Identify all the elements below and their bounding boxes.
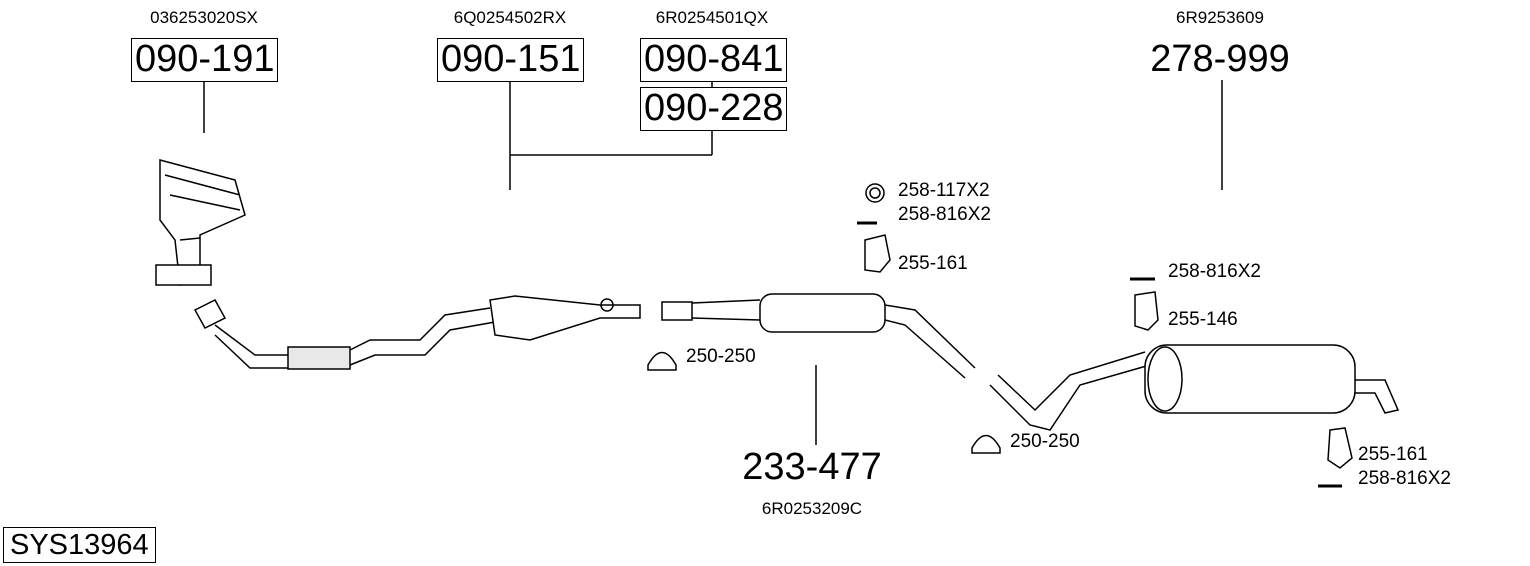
catalyst-part-number[interactable]: 090-841 bbox=[640, 38, 788, 82]
ring-icon bbox=[865, 183, 885, 203]
front-pipe-oe-number: 6Q0254502RX bbox=[453, 8, 567, 27]
rear-silencer-drawing bbox=[989, 344, 1400, 431]
bolt-label-2[interactable]: 258-816X2 bbox=[1168, 261, 1261, 282]
middle-silencer-oe-number: 6R0253209C bbox=[761, 499, 863, 518]
fittings-drawings bbox=[647, 183, 1353, 488]
rear-silencer-part-number[interactable]: 278-999 bbox=[1150, 38, 1290, 80]
bolt-label-3[interactable]: 258-816X2 bbox=[1358, 468, 1451, 489]
manifold-drawing bbox=[155, 159, 246, 286]
middle-silencer-drawing bbox=[661, 293, 976, 379]
manifold-oe-number: 036253020SX bbox=[150, 8, 258, 27]
hanger-label-2[interactable]: 255-146 bbox=[1168, 309, 1238, 330]
leader-lines bbox=[203, 80, 1223, 445]
middle-silencer-part-number[interactable]: 233-477 bbox=[742, 446, 882, 488]
hanger-label-1[interactable]: 255-161 bbox=[898, 253, 968, 274]
rear-silencer-oe-number: 6R9253609 bbox=[1176, 8, 1264, 27]
clamp-label-1[interactable]: 250-250 bbox=[686, 346, 756, 367]
front-pipe-drawing bbox=[193, 295, 641, 370]
hanger-label-3[interactable]: 255-161 bbox=[1358, 444, 1428, 465]
manifold-part-number[interactable]: 090-191 bbox=[131, 38, 279, 82]
catalyst-alt-part-number[interactable]: 090-228 bbox=[640, 87, 788, 131]
system-id: SYS13964 bbox=[3, 527, 156, 563]
catalyst-oe-number: 6R0254501QX bbox=[655, 8, 769, 27]
bolt-label-1[interactable]: 258-816X2 bbox=[898, 204, 991, 225]
clamp-label-2[interactable]: 250-250 bbox=[1010, 431, 1080, 452]
front-pipe-part-number[interactable]: 090-151 bbox=[437, 38, 585, 82]
ring-label[interactable]: 258-117X2 bbox=[898, 180, 990, 201]
